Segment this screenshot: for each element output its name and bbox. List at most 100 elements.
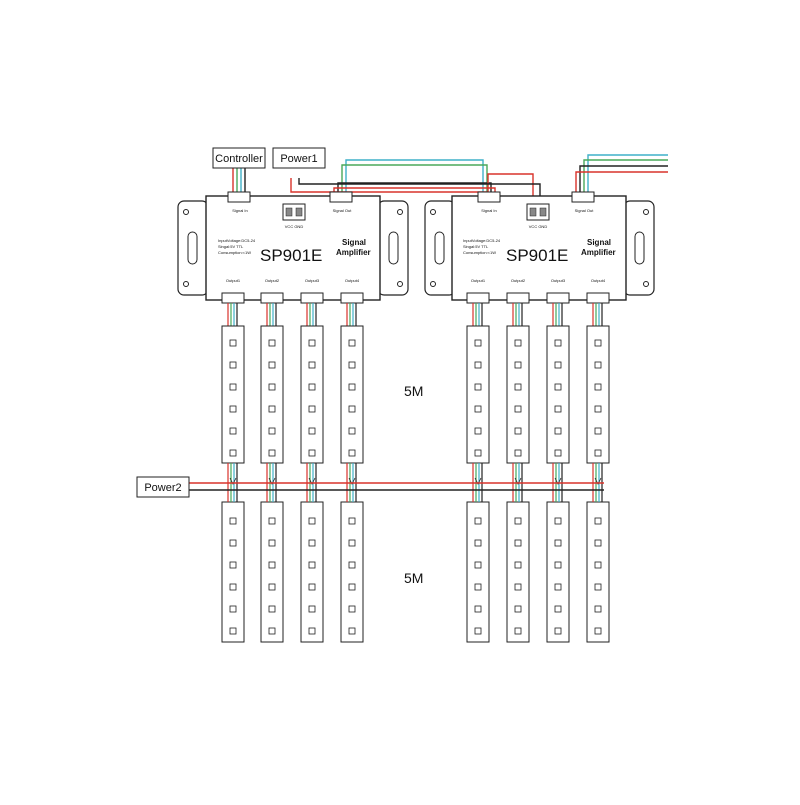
led-strip-lower: [221, 501, 245, 643]
led-strip-upper: [221, 325, 245, 464]
output-connector-2: [260, 292, 284, 304]
strip-length-bottom: 5M: [404, 570, 423, 586]
power-terminal-label: VCC GND: [529, 224, 548, 229]
function-line-1: Signal: [587, 238, 611, 247]
led-chip-icon: [554, 539, 562, 547]
led-chip-icon: [348, 583, 356, 591]
power1-box: Power1: [272, 147, 326, 169]
mount-slot-icon: [634, 231, 645, 265]
led-chip-icon: [229, 605, 237, 613]
amplifier-2-flange-left: [424, 200, 456, 296]
arrow-down-icon: [308, 477, 316, 485]
signal-in-connector: [227, 191, 251, 203]
led-chip-icon: [474, 427, 482, 435]
function-line-2: Amplifier: [581, 248, 616, 257]
arrow-down-icon: [554, 477, 562, 485]
led-chip-icon: [514, 583, 522, 591]
led-chip-icon: [594, 405, 602, 413]
led-strip-lower: [260, 501, 284, 643]
led-chip-icon: [229, 583, 237, 591]
spec-line-2: Singal:5V TTL: [463, 244, 489, 249]
amplifier-1-flange-left: [177, 200, 209, 296]
power2-bus: [189, 482, 604, 491]
led-chip-icon: [474, 405, 482, 413]
led-chip-icon: [229, 627, 237, 635]
bus-wire-black-2: [579, 165, 668, 196]
led-chip-icon: [348, 427, 356, 435]
screw-hole-icon: [397, 281, 403, 287]
screw-hole-icon: [643, 209, 649, 215]
led-chip-icon: [268, 605, 276, 613]
led-chip-icon: [348, 405, 356, 413]
led-chip-icon: [554, 361, 562, 369]
led-chip-icon: [268, 539, 276, 547]
power1-wire-black: [298, 178, 541, 204]
led-chip-icon: [554, 627, 562, 635]
led-chip-icon: [229, 405, 237, 413]
power1-label: Power1: [280, 153, 317, 165]
output-connector-1: [466, 292, 490, 304]
led-chip-icon: [514, 339, 522, 347]
led-strip-lower: [300, 501, 324, 643]
signal-in-label: Signal In: [232, 208, 248, 213]
controller-label: Controller: [215, 153, 263, 165]
led-strip-lower: [506, 501, 530, 643]
led-chip-icon: [308, 561, 316, 569]
led-strip-upper: [506, 325, 530, 464]
output-label-2: Output2: [265, 278, 280, 283]
led-chip-icon: [308, 627, 316, 635]
led-strips: [221, 303, 610, 643]
led-chip-icon: [514, 627, 522, 635]
terminal-screw: [529, 207, 537, 217]
led-strip-upper: [300, 325, 324, 464]
screw-hole-icon: [430, 281, 436, 287]
output-connector-3: [546, 292, 570, 304]
led-chip-icon: [229, 561, 237, 569]
output-label-1: Output1: [471, 278, 486, 283]
led-chip-icon: [308, 361, 316, 369]
led-chip-icon: [268, 517, 276, 525]
led-chip-icon: [514, 605, 522, 613]
spec-line-2: Singal:5V TTL: [218, 244, 244, 249]
signal-out-label: Signal Out: [333, 208, 353, 213]
led-chip-icon: [554, 427, 562, 435]
screw-hole-icon: [643, 281, 649, 287]
led-chip-icon: [229, 383, 237, 391]
led-chip-icon: [514, 427, 522, 435]
screw-hole-icon: [397, 209, 403, 215]
spec-line-1: InputVoltage:DC5-24: [463, 238, 501, 243]
arrow-down-icon: [514, 477, 522, 485]
arrow-down-icon: [594, 477, 602, 485]
led-chip-icon: [268, 427, 276, 435]
model-name: SP901E: [260, 246, 322, 265]
led-chip-icon: [594, 383, 602, 391]
arrow-down-icon: [474, 477, 482, 485]
led-chip-icon: [514, 383, 522, 391]
arrow-down-icon: [268, 477, 276, 485]
led-chip-icon: [514, 361, 522, 369]
led-chip-icon: [229, 449, 237, 457]
led-chip-icon: [554, 383, 562, 391]
led-chip-icon: [594, 361, 602, 369]
led-chip-icon: [474, 583, 482, 591]
amplifier-1: Signal In VCC GND Signal Out InputVoltag…: [177, 191, 409, 304]
led-chip-icon: [594, 517, 602, 525]
led-chip-icon: [554, 605, 562, 613]
led-chip-icon: [308, 339, 316, 347]
mount-slot-icon: [434, 231, 445, 265]
power2-box: Power2: [136, 476, 190, 498]
led-chip-icon: [348, 561, 356, 569]
led-chip-icon: [308, 605, 316, 613]
terminal-screw: [295, 207, 303, 217]
strip-length-top: 5M: [404, 383, 423, 399]
amplifier-2: Signal In VCC GND Signal Out InputVoltag…: [424, 191, 655, 304]
led-chip-icon: [514, 405, 522, 413]
amplifier-2-flange-right: [623, 200, 655, 296]
led-chip-icon: [308, 449, 316, 457]
spec-line-1: InputVoltage:DC5-24: [218, 238, 256, 243]
output-label-3: Output3: [305, 278, 320, 283]
led-chip-icon: [268, 627, 276, 635]
power1-wire-red: [290, 173, 534, 204]
controller-box: Controller: [212, 147, 266, 169]
spec-line-3: Consumption:<1W: [463, 250, 496, 255]
